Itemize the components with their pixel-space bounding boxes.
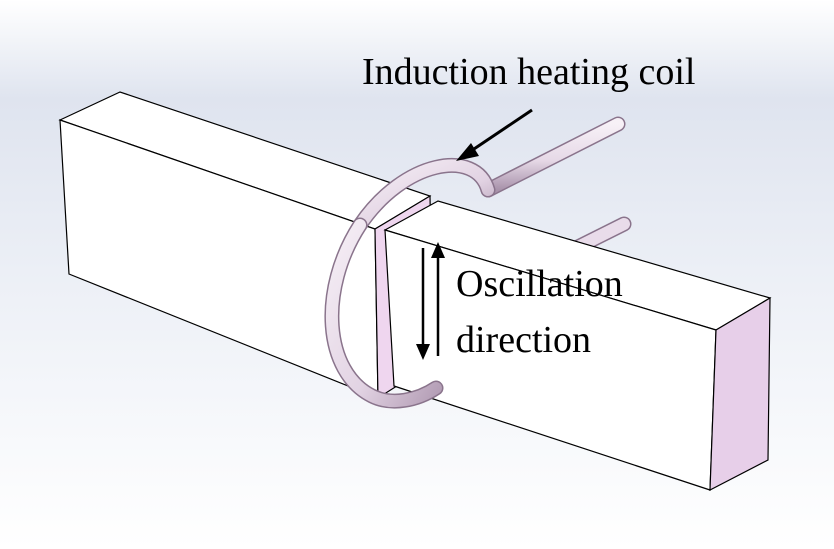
oscillation-label-line2: direction bbox=[456, 319, 592, 361]
coil-ring-back-fill bbox=[354, 159, 494, 231]
right-workpiece bbox=[383, 200, 772, 492]
coil-ring-front-fill bbox=[325, 219, 442, 408]
end-face bbox=[709, 296, 771, 492]
oscillation-label-line1: Oscillation bbox=[456, 263, 623, 305]
oscillation-arrows bbox=[416, 242, 445, 360]
coil-label: Induction heating coil bbox=[362, 51, 696, 93]
coil-pointer-arrow bbox=[456, 108, 533, 161]
